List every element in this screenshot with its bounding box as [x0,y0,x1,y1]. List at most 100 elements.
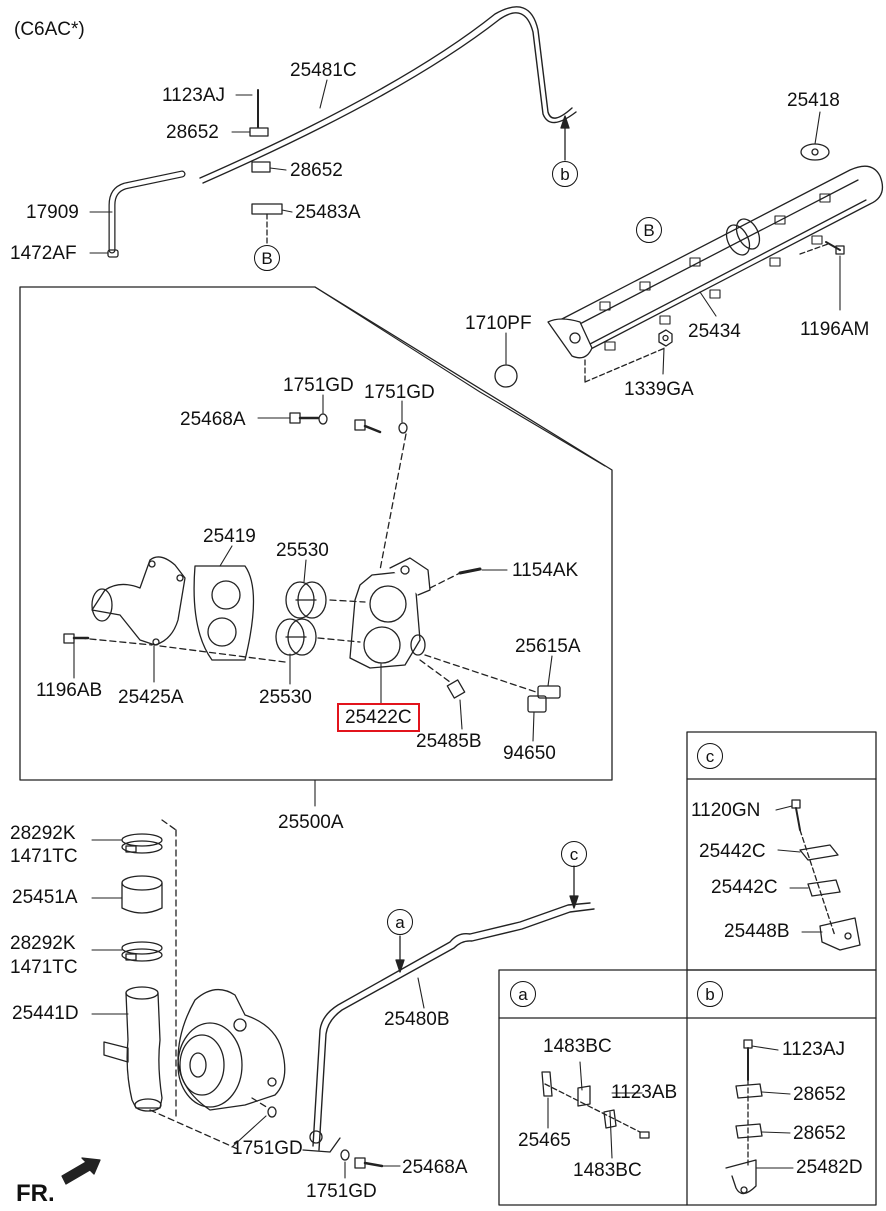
variant-code: (C6AC*) [14,19,85,40]
label-25485B[interactable]: 25485B [416,731,482,752]
label-25418[interactable]: 25418 [787,90,840,111]
gasket-25419 [194,566,253,660]
detail-b-parts [726,1040,762,1194]
label-1483BC-1[interactable]: 1483BC [543,1036,612,1057]
bracket-25483A [252,204,282,245]
label-25425A[interactable]: 25425A [118,687,184,708]
hose-25451A [122,876,162,913]
label-1483BC-2[interactable]: 1483BC [573,1160,642,1181]
callout-B-top[interactable]: B [254,245,280,271]
gasket-25418 [801,144,829,160]
label-25468A-top[interactable]: 25468A [180,409,246,430]
clamp-28292K-1 [122,834,162,853]
label-1710PF[interactable]: 1710PF [465,313,532,334]
label-25451A[interactable]: 25451A [12,887,78,908]
detail-a-parts [542,1062,649,1158]
washer-1751GD-pipe [341,1150,349,1160]
hose-25441D [104,987,162,1111]
label-28652-b2[interactable]: 28652 [793,1123,846,1144]
callout-a-pipe[interactable]: a [387,909,413,935]
nut-1339GA [585,330,672,382]
pipe-25480B [303,903,594,1152]
pipe-25481C [200,7,576,183]
label-1196AM[interactable]: 1196AM [800,319,870,340]
label-25422C-highlighted[interactable]: 25422C [337,703,420,732]
detail-b-header: b [697,981,723,1007]
label-1471TC-1[interactable]: 1471TC [10,846,78,867]
label-25441D[interactable]: 25441D [12,1003,79,1024]
arrow-c-head [570,896,578,908]
label-28292K-2[interactable]: 28292K [10,933,76,954]
callout-c-pipe[interactable]: c [561,841,587,867]
bolt-1196AM [800,242,844,254]
front-marker: FR. [16,1180,55,1207]
label-1751GD-c[interactable]: 1751GD [232,1138,303,1159]
dash-hose-stack-bottom [150,1110,240,1150]
leader-lines [74,80,840,1178]
bolt-25468A-top [290,413,318,423]
dash-pump-washer [252,1098,268,1108]
label-25434[interactable]: 25434 [688,321,741,342]
thermostat-housing-25422C [350,558,430,668]
bolt-1196AB [64,634,88,643]
label-1751GD-b[interactable]: 1751GD [364,382,435,403]
label-25480B[interactable]: 25480B [384,1009,450,1030]
label-28652-top2[interactable]: 28652 [290,160,343,181]
callout-B-pipe[interactable]: B [636,217,662,243]
label-25448B[interactable]: 25448B [724,921,790,942]
label-1472AF[interactable]: 1472AF [10,243,77,264]
label-25481C[interactable]: 25481C [290,60,357,81]
thermostat-25530-top [286,582,326,618]
label-1123AJ-b[interactable]: 1123AJ [782,1039,846,1060]
label-1123AJ-top[interactable]: 1123AJ [162,85,226,106]
label-25530-bottom[interactable]: 25530 [259,687,312,708]
label-17909[interactable]: 17909 [26,202,79,223]
label-25483A[interactable]: 25483A [295,202,361,223]
label-1196AB[interactable]: 1196AB [36,680,103,701]
callout-b-top[interactable]: b [552,161,578,187]
label-25468A-bottom[interactable]: 25468A [402,1157,468,1178]
label-1339GA[interactable]: 1339GA [624,379,694,400]
label-28652-b1[interactable]: 28652 [793,1084,846,1105]
thermostat-25530-bottom [276,619,316,655]
dash-1751GD [380,434,406,570]
label-25442C-1[interactable]: 25442C [699,841,766,862]
label-28652-top1[interactable]: 28652 [166,122,219,143]
label-25465[interactable]: 25465 [518,1130,571,1151]
label-1154AK[interactable]: 1154AK [512,560,579,581]
dash-1196AB [80,638,152,645]
dash-gasket-housing [160,646,285,662]
clamp-28292K-2 [122,942,162,961]
thermostat-assembly-frame [20,287,612,780]
label-25615A[interactable]: 25615A [515,636,581,657]
label-25419[interactable]: 25419 [203,526,256,547]
sensor-25485B [420,660,465,698]
label-1751GD-a[interactable]: 1751GD [283,375,354,396]
dash-hose-stack [162,820,176,830]
detail-c-header: c [697,743,723,769]
label-25482D[interactable]: 25482D [796,1157,863,1178]
detail-a-header: a [510,981,536,1007]
hose-17909 [112,174,182,250]
label-1120GN[interactable]: 1120GN [691,800,761,821]
label-25500A[interactable]: 25500A [278,812,344,833]
o-ring-1710PF [495,365,517,387]
label-1123AB[interactable]: 1123AB [611,1082,678,1103]
coolant-pipe-25434 [548,166,882,358]
label-94650[interactable]: 94650 [503,743,556,764]
detail-c-parts [792,800,860,950]
water-pump [178,990,285,1110]
stud-1154AK [430,569,480,588]
label-1751GD-d[interactable]: 1751GD [306,1181,377,1202]
washer-1751GD-a [319,414,327,424]
arrow-b-head [561,116,569,128]
label-25530-top[interactable]: 25530 [276,540,329,561]
label-1471TC-2[interactable]: 1471TC [10,957,78,978]
label-25442C-2[interactable]: 25442C [711,877,778,898]
bolt-25468A-bottom [355,1158,382,1168]
label-28292K-1[interactable]: 28292K [10,823,76,844]
sensor-94650 [528,696,546,712]
washer-1751GD-c [399,423,407,433]
washer-1751GD-pump [268,1107,276,1117]
